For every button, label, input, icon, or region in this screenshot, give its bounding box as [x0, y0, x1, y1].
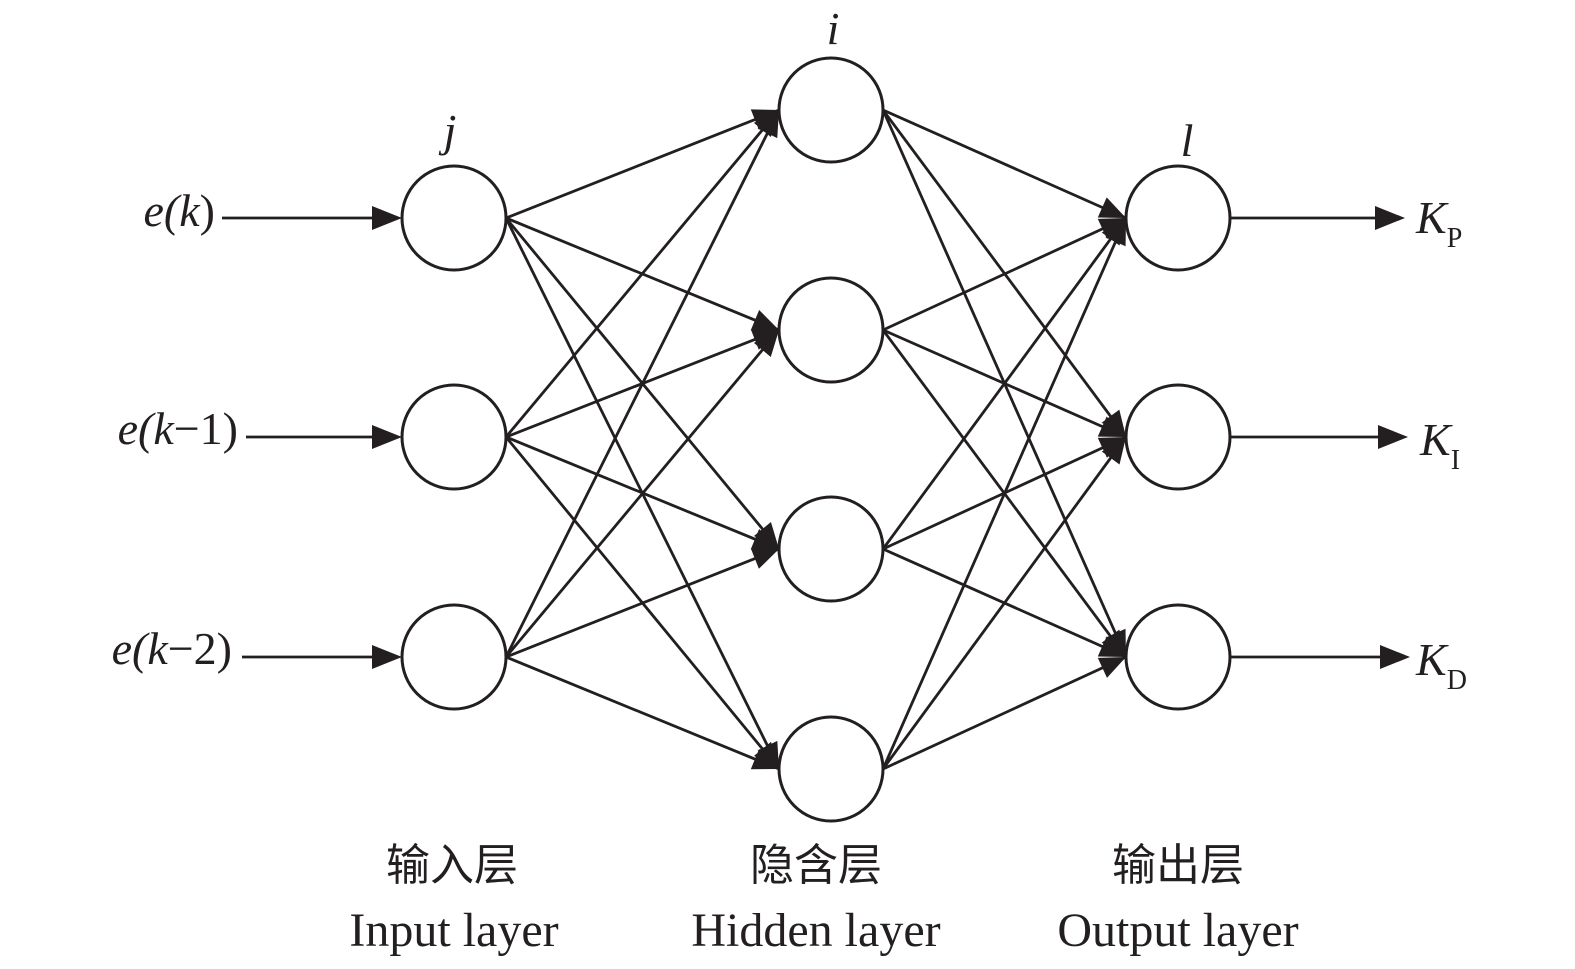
arrowhead-input-0-to-hidden-1	[750, 309, 779, 331]
arrowhead-hidden-1-to-output-2	[1101, 629, 1126, 657]
arrowhead-hidden-0-to-output-1	[1101, 409, 1126, 437]
hidden-node-0	[777, 56, 885, 164]
arrowhead-input-2-to-hidden-2	[750, 548, 779, 569]
input-node-1	[400, 383, 508, 491]
input-label-1: e(k−1)	[118, 403, 238, 454]
output-label-kd: KD	[1415, 634, 1467, 696]
arrowhead-hidden-1-to-output-1	[1097, 416, 1126, 437]
output-node-0	[1124, 164, 1232, 272]
arrowhead-hidden-3-to-output-1	[1101, 437, 1126, 465]
edge-input-2-to-hidden-3	[505, 655, 780, 771]
input-label-0: e(k)	[144, 185, 216, 236]
output-label-ki: KI	[1419, 414, 1460, 476]
edge-hidden-3-to-output-0	[881, 217, 1128, 770]
input-layer-caption-en: Input layer	[349, 904, 558, 957]
hidden-node-3	[777, 715, 885, 823]
arrowhead-input-1-to-hidden-2	[750, 528, 779, 550]
arrowhead-input-1-to-hidden-3	[753, 741, 779, 769]
edge-input-0-to-hidden-0	[505, 108, 780, 220]
arrowheads	[750, 109, 1126, 770]
arrowhead-hidden-2-to-output-2	[1097, 636, 1126, 657]
output-node-1	[1124, 383, 1232, 491]
edge-hidden-3-to-output-1	[881, 436, 1128, 770]
edge-input-1-to-hidden-0	[504, 109, 781, 438]
output-index-label: l	[1181, 115, 1194, 166]
edge-hidden-0-to-output-0	[882, 108, 1127, 220]
arrowhead-hidden-0-to-output-0	[1097, 197, 1126, 218]
input-node-0	[400, 164, 508, 272]
hidden-node-1	[777, 276, 885, 384]
arrowhead-input-2-to-hidden-0	[757, 110, 779, 139]
arrowhead-input-0-to-hidden-2	[753, 521, 779, 549]
edge-input-2-to-hidden-0	[504, 109, 781, 658]
arrowhead-input-2-to-hidden-1	[753, 330, 779, 358]
hidden-node-2	[777, 495, 885, 603]
input-node-2	[400, 603, 508, 711]
connections	[504, 108, 1128, 771]
edge-hidden-2-to-output-0	[881, 217, 1128, 550]
output-layer-caption-en: Output layer	[1057, 904, 1298, 957]
output-label-kp: KP	[1415, 192, 1462, 254]
input-arrowhead-0	[372, 206, 402, 230]
hidden-layer-caption-cn: 隐含层	[750, 840, 882, 891]
hidden-index-label: i	[827, 3, 840, 54]
output-arrowhead-1	[1378, 425, 1408, 449]
output-layer-caption-cn: 输出层	[1112, 840, 1244, 891]
output-arrowhead-2	[1380, 645, 1410, 669]
arrowhead-hidden-3-to-output-2	[1097, 657, 1126, 678]
hidden-layer-caption-en: Hidden layer	[691, 904, 940, 957]
input-arrowhead-2	[372, 645, 402, 669]
output-arrowhead-0	[1375, 206, 1405, 230]
io-arrows	[222, 206, 1410, 669]
input-label-2: e(k−2)	[112, 623, 232, 674]
arrowhead-hidden-3-to-output-0	[1105, 218, 1126, 247]
edge-input-2-to-hidden-1	[504, 329, 781, 658]
edge-hidden-3-to-output-2	[882, 655, 1127, 771]
input-arrowhead-1	[372, 425, 402, 449]
nodes	[400, 56, 1232, 823]
arrowhead-input-2-to-hidden-3	[750, 748, 779, 770]
edge-hidden-1-to-output-0	[882, 216, 1127, 332]
input-layer-caption-cn: 输入层	[386, 840, 518, 891]
edge-input-2-to-hidden-2	[505, 547, 780, 659]
output-node-2	[1124, 603, 1232, 711]
input-index-label: j	[439, 105, 457, 156]
